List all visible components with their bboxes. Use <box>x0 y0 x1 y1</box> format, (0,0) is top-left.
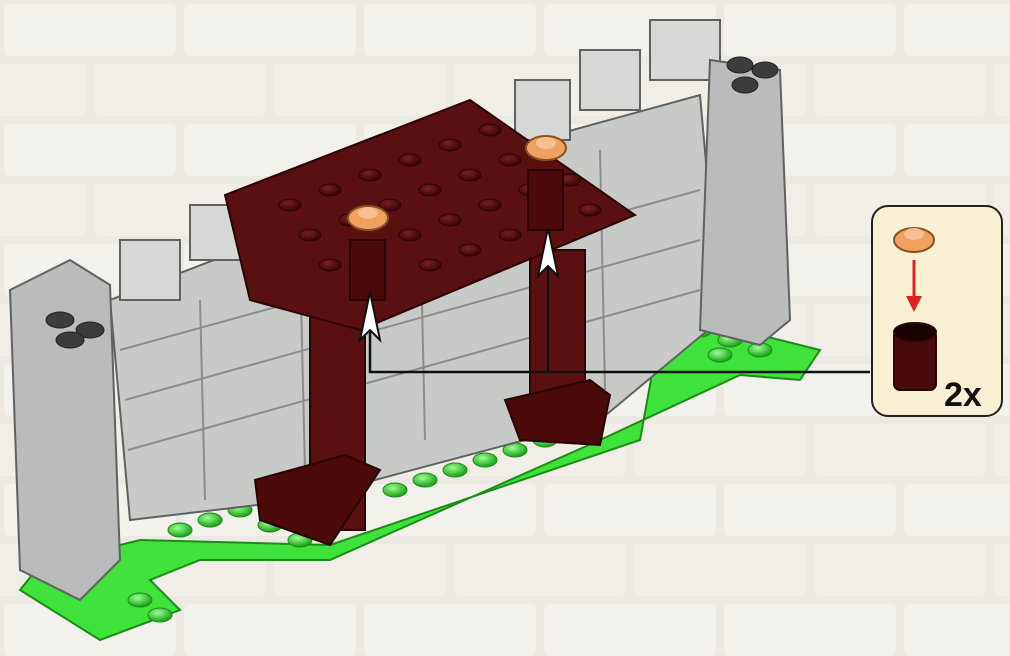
callout-quantity: 2x <box>944 376 982 415</box>
tower-left <box>10 260 120 600</box>
round-brick-right <box>526 136 566 230</box>
round-brick-left <box>348 206 388 300</box>
tower-right <box>700 60 790 345</box>
parts-callout <box>872 206 1002 416</box>
round-brick-darkred-icon <box>894 323 936 390</box>
round-plate-tan-icon <box>894 228 934 252</box>
